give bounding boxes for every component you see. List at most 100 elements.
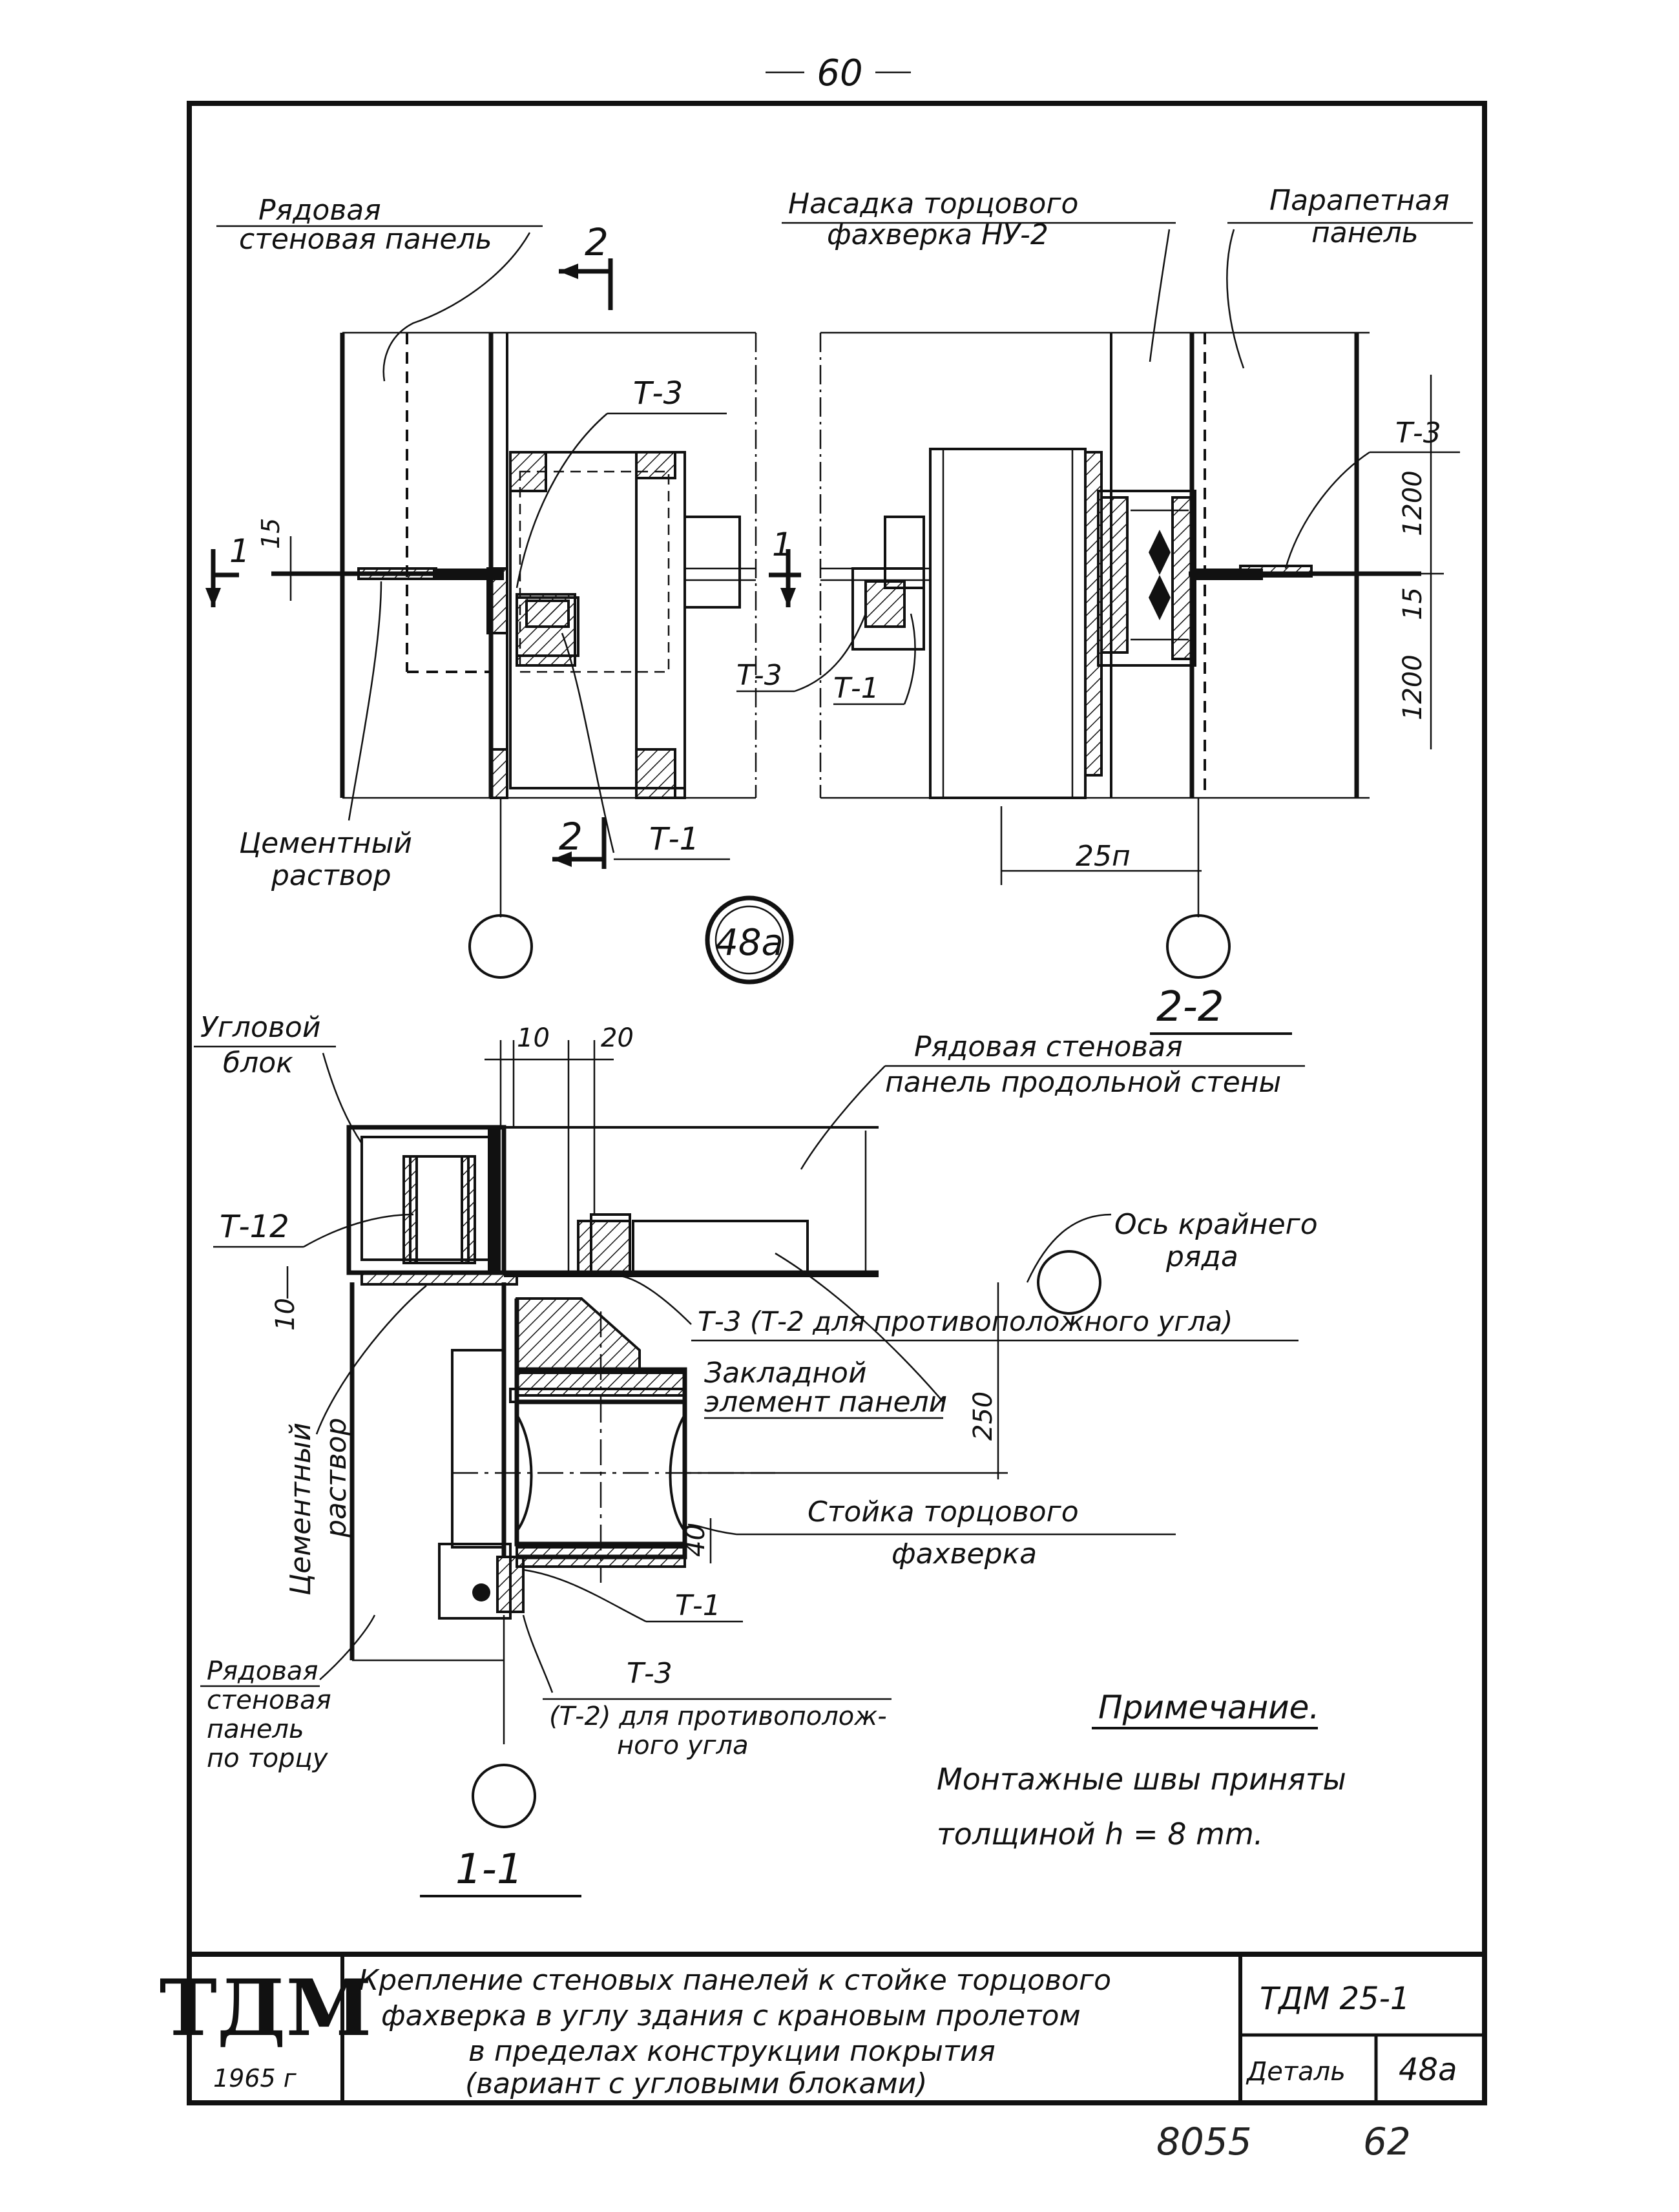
label-nasadka: Насадка торцового фахверка НУ-2: [782, 187, 1176, 362]
label-parapetnaya: Парапетная панель: [1226, 184, 1473, 369]
t1-mid-text: Т-1: [833, 672, 879, 705]
label-os-kraynego: Ось крайнего ряда: [1026, 1208, 1318, 1283]
page-number: 60: [766, 52, 911, 94]
section-mark-2-bottom: 2: [552, 815, 607, 869]
detail-value: 48а: [1399, 2052, 1457, 2088]
t3-bottom-line1: Т-3: [627, 1657, 673, 1690]
ryadovaya-prod-line1: Рядовая стеновая: [914, 1030, 1183, 1063]
dim-250-text: 250: [968, 1392, 998, 1441]
uglovoi-line1: Угловой: [200, 1011, 320, 1044]
label-t1-bottom: Т-1: [523, 1569, 743, 1623]
ryadovaya-panel-line1: Рядовая: [258, 194, 381, 227]
ryadovaya-tor-line4: по торцу: [207, 1744, 329, 1773]
os-kraynego-line2: ряда: [1165, 1240, 1238, 1273]
label-ryadovaya-prod: Рядовая стеновая панель продольной стены: [800, 1030, 1305, 1170]
section-2-label-bottom: 2: [559, 815, 583, 859]
section-1-1-text: 1-1: [455, 1846, 523, 1894]
t12-text: Т-12: [220, 1209, 289, 1245]
title-line2: фахверка в углу здания с крановым пролет…: [381, 1999, 1081, 2032]
axis-circle-bottom: [472, 1764, 536, 1828]
dim-25n-text: 25п: [1076, 840, 1131, 873]
dim-10-top-text: 10: [517, 1023, 550, 1053]
t3-top-left-text: Т-3: [633, 375, 683, 412]
title-line1: Крепление стеновых панелей к стойке торц…: [359, 1964, 1111, 1997]
title-line4: (вариант с угловыми блоками): [465, 2067, 927, 2100]
ryadovaya-panel-line2: стеновая панель: [239, 223, 492, 256]
t3-top-right-text: Т-3: [1395, 417, 1441, 450]
uglovoi-line2: блок: [223, 1047, 293, 1080]
axis-circle-edge-row: [1037, 1250, 1101, 1315]
parapetnaya-line2: панель: [1311, 216, 1419, 249]
label-t3-top-right: Т-3: [1284, 417, 1460, 569]
section-mark-1-right: 1: [769, 526, 801, 607]
dim-1200-top-text: 1200: [1398, 470, 1428, 536]
section-2-label-top: 2: [585, 220, 609, 264]
label-t12: Т-12: [213, 1209, 414, 1248]
label-cement-top: Цементный раствор: [239, 581, 412, 892]
label-stoika: Стойка торцового фахверка: [687, 1496, 1176, 1570]
ryadovaya-tor-line2: стеновая: [207, 1685, 331, 1715]
label-t3-top-left: Т-3: [516, 375, 727, 589]
label-ryadovaya-tor: Рядовая стеновая панель по торцу: [200, 1614, 376, 1773]
section-mark-2-top: 2: [559, 220, 613, 310]
page-number-text: 60: [817, 52, 862, 94]
label-t1-top-left: Т-1: [561, 632, 730, 861]
axis-circle-left: [468, 914, 533, 979]
sheet-number: 62: [1363, 2120, 1411, 2164]
note-line1: Монтажные швы приняты: [937, 1762, 1346, 1797]
dim-15-left-text: 15: [256, 518, 285, 549]
nasadka-line2: фахверка НУ-2: [827, 218, 1048, 251]
label-uglovoi-blok: Угловой блок: [194, 1011, 363, 1144]
note-title: Примечание.: [1098, 1689, 1319, 1726]
section-1-label-left: 1: [229, 532, 250, 570]
dim-15-right-text: 15: [1398, 587, 1428, 620]
dimensions-bottom: 10 20 10 250 40: [271, 1023, 999, 1563]
section-title-1-1: 1-1: [420, 1846, 581, 1897]
dim-20-text: 20: [601, 1023, 634, 1053]
parapetnaya-line1: Парапетная: [1269, 184, 1450, 217]
dimension-1200-top: 1200 15 1200: [1398, 375, 1444, 749]
cement-bottom-line1: Цементный: [284, 1423, 317, 1596]
section-title-2-2: 2-2: [1150, 983, 1292, 1035]
dimension-25n: 25п: [1000, 806, 1202, 885]
t3-bottom-line3: ного угла: [617, 1731, 749, 1760]
ryadovaya-tor-line3: панель: [207, 1715, 304, 1744]
stoika-line1: Стойка торцового: [808, 1496, 1079, 1529]
sheet-frame: [187, 101, 1487, 2105]
title-line3: в пределах конструкции покрытия: [468, 2035, 996, 2068]
t3-t2-text: Т-3 (Т-2 для противоположного угла): [698, 1306, 1233, 1337]
title-block: ТДМ 1965 г Крепление стеновых панелей к …: [160, 1952, 1485, 2103]
nasadka-line1: Насадка торцового: [788, 187, 1078, 220]
stoika-line2: фахверка: [892, 1538, 1037, 1570]
cement-top-line1: Цементный: [239, 827, 412, 860]
t1-top-left-text: Т-1: [649, 821, 699, 857]
cement-top-line2: раствор: [271, 859, 391, 892]
dim-10-left-text: 10: [271, 1298, 300, 1331]
label-zakladnoi: Закладной элемент панели: [704, 1252, 947, 1419]
os-kraynego-line1: Ось крайнего: [1114, 1208, 1318, 1241]
plan-section-1-1: [346, 1125, 1008, 1744]
drawing-code: ТДМ 25-1: [1260, 1981, 1410, 2017]
tdm-logo: ТДМ: [160, 1963, 372, 2054]
detail-circle-text: 48а: [715, 922, 784, 964]
year-text: 1965 г: [213, 2064, 297, 2092]
archive-number: 8055: [1156, 2120, 1252, 2164]
note: Примечание. Монтажные швы приняты толщин…: [937, 1689, 1346, 1852]
elevation-right: [819, 331, 1421, 917]
zakladnoi-line2: элемент панели: [704, 1386, 947, 1419]
label-t3-bottom: Т-3 (Т-2) для противополож- ного угла: [522, 1614, 892, 1760]
detail-circle-mark: 48а: [705, 895, 794, 985]
t3-bottom-line2: (Т-2) для противополож-: [549, 1702, 887, 1731]
section-2-2-text: 2-2: [1156, 983, 1224, 1031]
dim-40-text: 40: [681, 1524, 711, 1557]
zakladnoi-line1: Закладной: [704, 1357, 867, 1390]
label-cement-bottom: Цементный раствор: [284, 1285, 427, 1596]
label-t3-t2: Т-3 (Т-2 для противоположного угла): [620, 1275, 1298, 1342]
t1-bottom-text: Т-1: [675, 1589, 721, 1622]
ryadovaya-prod-line2: панель продольной стены: [885, 1066, 1281, 1099]
section-mark-1-left: 1: [205, 532, 250, 607]
cement-bottom-line2: раствор: [320, 1418, 353, 1539]
ryadovaya-tor-line1: Рядовая: [207, 1656, 318, 1686]
dim-1200-bottom-text: 1200: [1398, 654, 1428, 720]
